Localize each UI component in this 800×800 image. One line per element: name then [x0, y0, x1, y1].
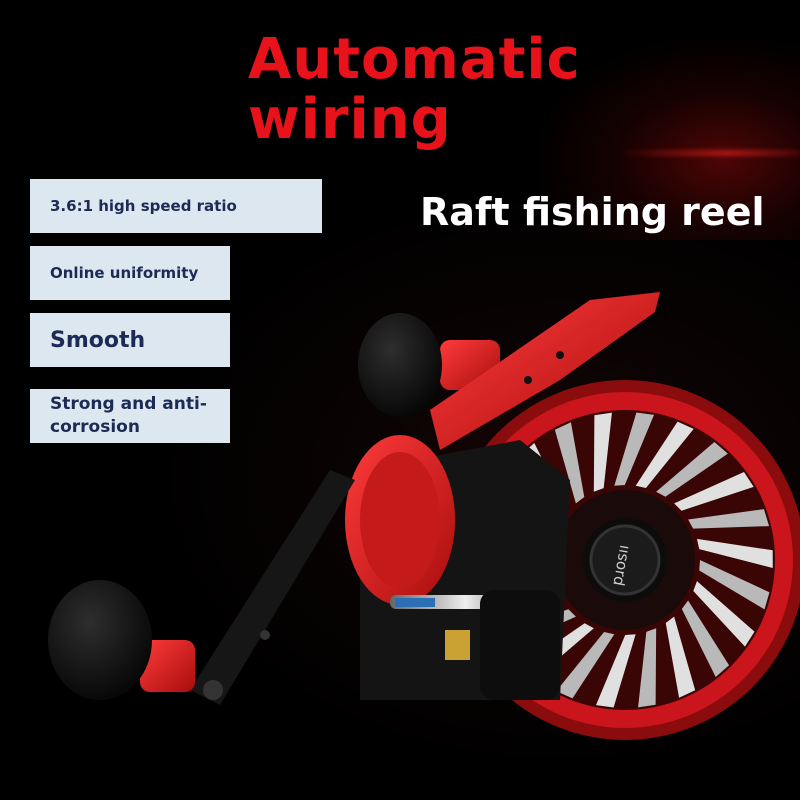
spool-spoke [656, 442, 728, 497]
spool-spoke [614, 412, 654, 486]
spool-spoke [554, 422, 585, 504]
rod-mount-foot [430, 292, 660, 450]
headline-line-1: Automatic [248, 27, 581, 92]
spool-spoke [674, 471, 754, 511]
feature-label-anti-corrosion: Strong and anti-corrosion [30, 389, 230, 443]
spool-spoke [665, 616, 696, 698]
headline-line-2: wiring [248, 87, 452, 152]
feature-label-line-uniformity: Online uniformity [30, 246, 230, 300]
red-glow-background [540, 40, 800, 240]
spool-spoke [696, 538, 773, 569]
spool-spoke [699, 560, 770, 610]
drag-knob: pɹosıı [583, 518, 667, 602]
spool-spoke [638, 628, 657, 708]
spool-spoke [693, 581, 755, 647]
spool-spoke [681, 600, 730, 677]
product-subheadline: Raft fishing reel [420, 190, 765, 234]
red-light-streak [620, 150, 800, 156]
crank-arm [190, 470, 355, 705]
spool-spoke [593, 412, 612, 492]
spool-spoke [688, 509, 770, 529]
spool-spoke [635, 421, 694, 488]
headline: Automatic wiring [248, 30, 648, 150]
line-guide [390, 590, 560, 700]
spool-spoke [596, 634, 636, 708]
spool-spoke [556, 632, 615, 699]
lower-handle-knob [48, 580, 195, 700]
feature-label-smooth: Smooth [30, 313, 230, 367]
feature-label-speed-ratio: 3.6:1 high speed ratio [30, 179, 322, 233]
